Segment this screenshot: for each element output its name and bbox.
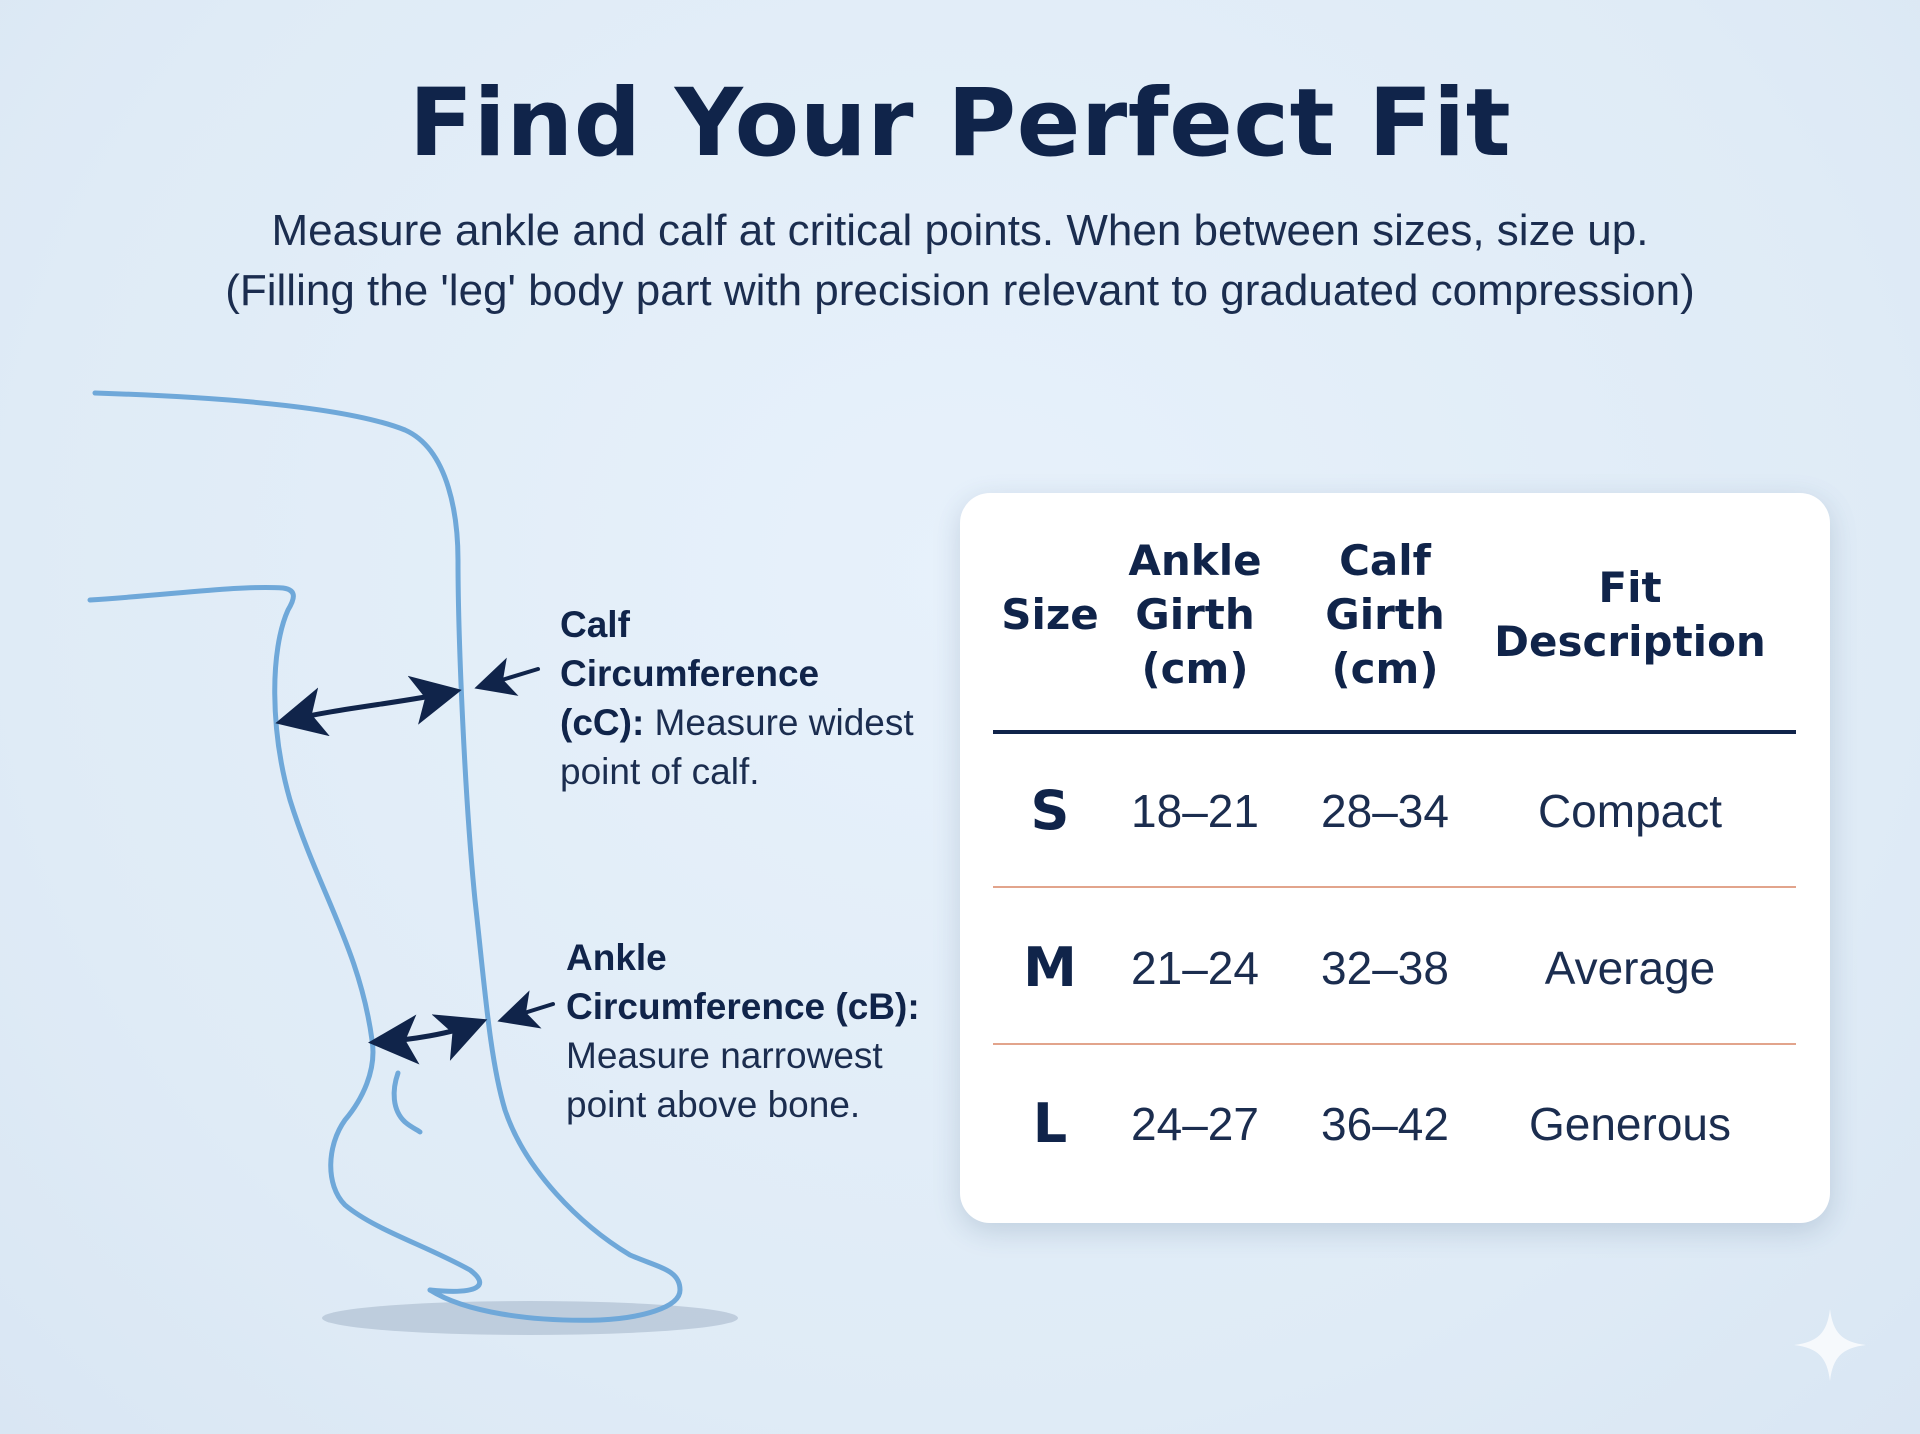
header-fit-description: Fit Description	[1494, 563, 1766, 666]
calf-label-line-2: Circumference	[560, 653, 820, 694]
sparkle-icon	[1794, 1309, 1866, 1381]
cell-size: L	[1032, 1092, 1068, 1155]
subtitle-line-1: Measure ankle and calf at critical point…	[271, 206, 1649, 255]
leg-front-outline	[87, 584, 483, 1294]
page-title: Find Your Perfect Fit	[408, 69, 1512, 178]
ankle-desc-line-2: point above bone.	[566, 1084, 861, 1125]
calf-label-line-1: Calf	[560, 604, 630, 645]
cell-ankle: 21–24	[1131, 942, 1259, 994]
ankle-measure-arrow	[368, 1014, 488, 1065]
row-divider	[993, 886, 1796, 888]
row-divider	[993, 1043, 1796, 1045]
calf-label-line-3: (cC):	[560, 702, 645, 743]
header-ankle-girth: Ankle Girth (cm)	[1128, 536, 1262, 693]
cell-fit: Compact	[1537, 785, 1723, 837]
cell-size: S	[1030, 779, 1070, 842]
cell-fit: Average	[1544, 942, 1716, 994]
size-chart-card: Size Ankle Girth (cm) Calf Girth (cm) Fi…	[960, 493, 1830, 1223]
header-size: Size	[1001, 590, 1099, 639]
cell-fit: Generous	[1528, 1098, 1731, 1150]
cell-ankle: 24–27	[1131, 1098, 1259, 1150]
header-calf-girth: Calf Girth (cm)	[1325, 536, 1445, 693]
calf-measure-arrow	[275, 675, 462, 737]
leg-back-outline	[92, 390, 683, 1323]
cell-calf: 28–34	[1321, 785, 1449, 837]
calf-desc-line-2: point of calf.	[560, 751, 760, 792]
cell-size: M	[1023, 936, 1077, 999]
subtitle-line-2: (Filling the 'leg' body part with precis…	[225, 266, 1695, 315]
ankle-label-line-1: Ankle	[566, 937, 667, 978]
ankle-label-line-2: Circumference (cB):	[566, 986, 920, 1027]
calf-desc-line-1: Measure widest	[644, 702, 914, 743]
header-divider	[993, 730, 1796, 734]
ankle-pointer-arrow	[497, 990, 555, 1029]
ankle-desc-line-1: Measure narrowest	[566, 1035, 883, 1076]
cell-ankle: 18–21	[1131, 785, 1259, 837]
calf-pointer-arrow	[474, 657, 540, 696]
ankle-bone-detail	[391, 1070, 423, 1135]
calf-annotation: Calf Circumference (cC): Measure widest …	[560, 600, 960, 796]
cell-calf: 32–38	[1321, 942, 1449, 994]
cell-calf: 36–42	[1321, 1098, 1449, 1150]
ankle-annotation: Ankle Circumference (cB): Measure narrow…	[566, 933, 966, 1129]
